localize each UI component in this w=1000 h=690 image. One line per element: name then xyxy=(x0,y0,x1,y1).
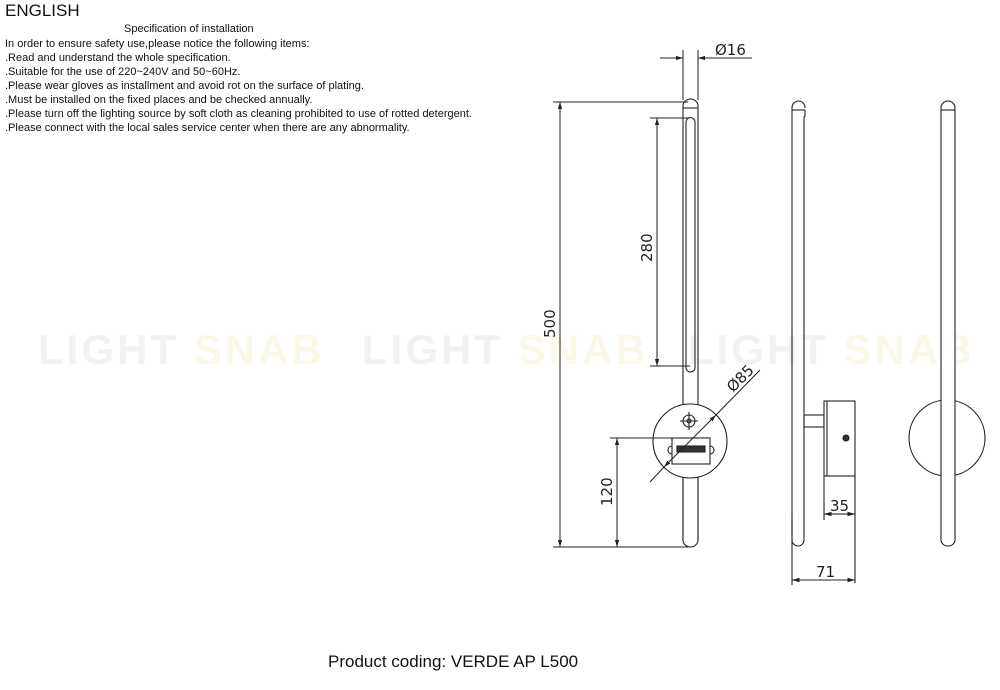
product-coding: Product coding: VERDE AP L500 xyxy=(328,652,579,671)
watermark-word: LIGHT xyxy=(38,326,179,373)
note-item: .Please connect with the local sales ser… xyxy=(5,122,410,134)
dim-tube-diameter: Ø16 xyxy=(715,41,746,59)
front-view xyxy=(652,98,728,548)
dim-base-depth: 35 xyxy=(830,497,849,515)
dim-light-length: 280 xyxy=(638,233,656,262)
language-heading: ENGLISH xyxy=(5,1,80,20)
note-item: .Read and understand the whole specifica… xyxy=(5,52,231,64)
dim-total-depth: 71 xyxy=(816,563,835,581)
watermark-word: LIGHT xyxy=(362,326,503,373)
dimension-lines xyxy=(553,50,761,548)
watermark-word: SNAB xyxy=(193,326,325,373)
note-item: .Please wear gloves as installment and a… xyxy=(5,80,364,92)
watermark-word: SNAB xyxy=(517,326,649,373)
note-item: .Must be installed on the fixed places a… xyxy=(5,94,313,106)
watermark: LIGHT SNAB xyxy=(362,326,649,374)
watermark: LIGHT SNAB xyxy=(38,326,325,374)
dim-base-diameter: Ø85 xyxy=(723,361,758,396)
note-item: .Please turn off the lighting source by … xyxy=(5,108,472,120)
dim-total-height: 500 xyxy=(541,309,559,338)
side-view xyxy=(791,100,856,585)
note-item: .Suitable for the use of 220~240V and 50… xyxy=(5,66,241,78)
safety-notes: In order to ensure safety use,please not… xyxy=(5,37,472,135)
spec-title: Specification of installation xyxy=(124,23,254,35)
watermark-word: LIGHT xyxy=(688,326,829,373)
dim-base-height: 120 xyxy=(598,477,616,506)
note-intro: In order to ensure safety use,please not… xyxy=(5,38,310,50)
back-view xyxy=(908,100,986,547)
